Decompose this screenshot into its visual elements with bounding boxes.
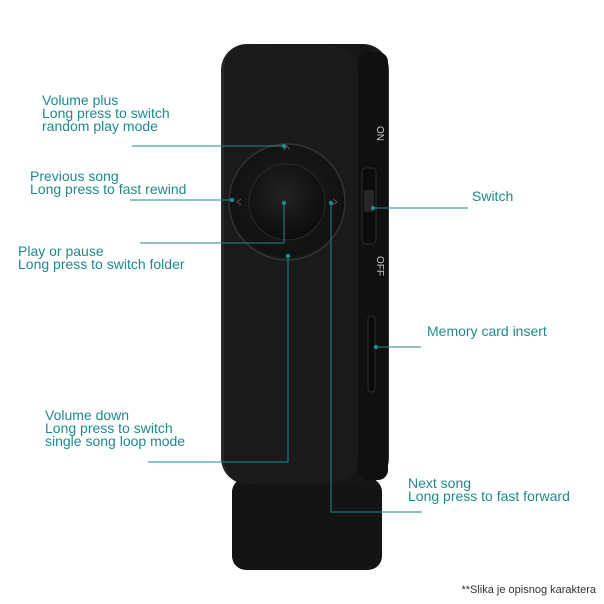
callout-volume-plus-line-1: Long press to switch [42,105,170,121]
callout-previous-song-title: Previous song [30,168,119,184]
callout-volume-down-line-1: Long press to switch [45,420,173,436]
side-edge [358,52,388,480]
switch-on-label: ON [374,126,385,141]
front-panel [224,46,358,482]
memory-card-slot[interactable] [367,315,376,393]
callout-previous-song: Previous song Long press to fast rewind [30,168,187,197]
usb-plug [232,478,382,570]
callout-volume-down-line-2: single song loop mode [45,433,186,449]
callout-volume-plus-line-2: random play mode [42,118,158,134]
callout-play-pause-line-1: Long press to switch folder [18,256,185,272]
play-pause-button[interactable] [248,163,326,241]
callout-memory-card-title: Memory card insert [427,323,547,339]
callout-next-song: Next song Long press to fast forward [408,475,570,504]
right-mark-icon [332,198,338,206]
callout-memory-card: Memory card insert [427,323,547,339]
callout-volume-down: Volume down Long press to switch single … [45,407,186,449]
callout-next-song-title: Next song [408,475,472,491]
callout-volume-plus: Volume plus Long press to switch random … [42,92,170,134]
leader-lines [130,145,468,513]
callout-volume-plus-title: Volume plus [42,92,119,108]
callout-play-pause-title: Play or pause [18,243,104,259]
switch-off-label: OFF [374,256,385,276]
callout-next-song-line-1: Long press to fast forward [408,488,570,504]
callout-play-pause: Play or pause Long press to switch folde… [18,243,185,272]
callout-switch: Switch [472,188,514,204]
left-mark-icon [236,198,242,206]
leader-dots [229,143,379,350]
callout-switch-title: Switch [472,188,514,204]
up-mark-icon [283,145,291,151]
callout-previous-song-line-1: Long press to fast rewind [30,181,187,197]
footnote: **Slika je opisnog karaktera [461,584,596,596]
callout-volume-down-title: Volume down [45,407,130,423]
